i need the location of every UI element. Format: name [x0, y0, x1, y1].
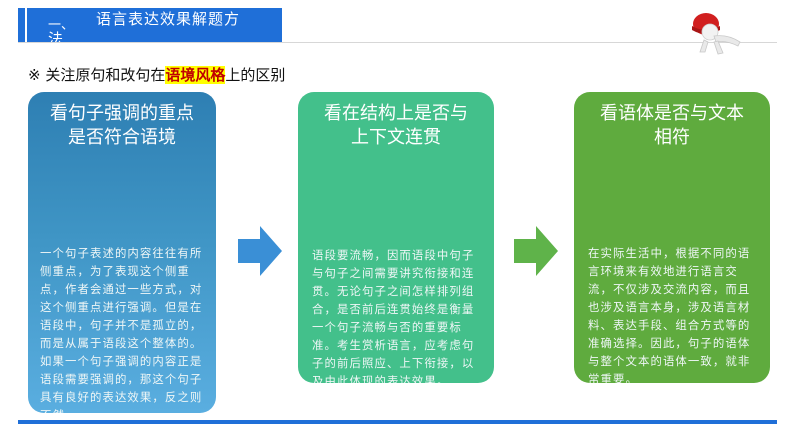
card-title-line2: 上下文连贯	[351, 127, 441, 148]
card-coherence: 看在结构上是否与 上下文连贯 语段要流畅，因而语段中句子与句子之间需要讲究衔接和…	[298, 92, 494, 383]
right-arrow-icon	[238, 226, 282, 276]
subheading: ※ 关注原句和改句在语境风格上的区别	[28, 64, 285, 85]
card-title: 看在结构上是否与 上下文连贯	[298, 102, 494, 150]
section-number: 一、	[48, 18, 75, 33]
subheading-text-after: 上的区别	[225, 66, 286, 84]
section-title-line2: 法	[48, 30, 64, 42]
section-title-line1: 语言表达效果解题方	[96, 10, 241, 28]
card-body: 一个句子表述的内容往往有所侧重点，为了表现这个侧重点，作者会通过一些方式，对这个…	[40, 246, 203, 413]
mascot-figure-icon	[692, 13, 741, 55]
card-title: 看语体是否与文本 相符	[574, 102, 770, 150]
footer-rule	[18, 420, 777, 424]
reference-mark-icon: ※	[28, 66, 41, 84]
title-accent-bar	[18, 8, 25, 42]
card-emphasis: 看句子强调的重点 是否符合语境 一个句子表述的内容往往有所侧重点，为了表现这个侧…	[28, 92, 216, 413]
card-title: 看句子强调的重点 是否符合语境	[28, 102, 216, 150]
card-register: 看语体是否与文本 相符 在实际生活中，根据不同的语言环境来有效地进行语言交流，不…	[574, 92, 770, 383]
subheading-highlight: 语境风格	[165, 66, 226, 84]
section-title-banner: 一、 语言表达效果解题方 法	[18, 8, 282, 42]
card-title-line1: 看语体是否与文本	[600, 103, 744, 124]
card-title-line2: 相符	[654, 127, 690, 148]
title-bar-background	[27, 8, 282, 42]
card-body: 语段要流畅，因而语段中句子与句子之间需要讲究衔接和连贯。无论句子之间怎样排列组合…	[312, 248, 475, 383]
card-title-line1: 看句子强调的重点	[50, 103, 194, 124]
card-title-line1: 看在结构上是否与	[324, 103, 468, 124]
right-arrow-icon	[514, 226, 558, 276]
title-divider	[18, 42, 777, 43]
subheading-text-before: 关注原句和改句在	[45, 66, 166, 84]
card-body: 在实际生活中，根据不同的语言环境来有效地进行语言交流，不仅涉及交流内容，而且也涉…	[588, 246, 751, 383]
card-title-line2: 是否符合语境	[68, 127, 176, 148]
